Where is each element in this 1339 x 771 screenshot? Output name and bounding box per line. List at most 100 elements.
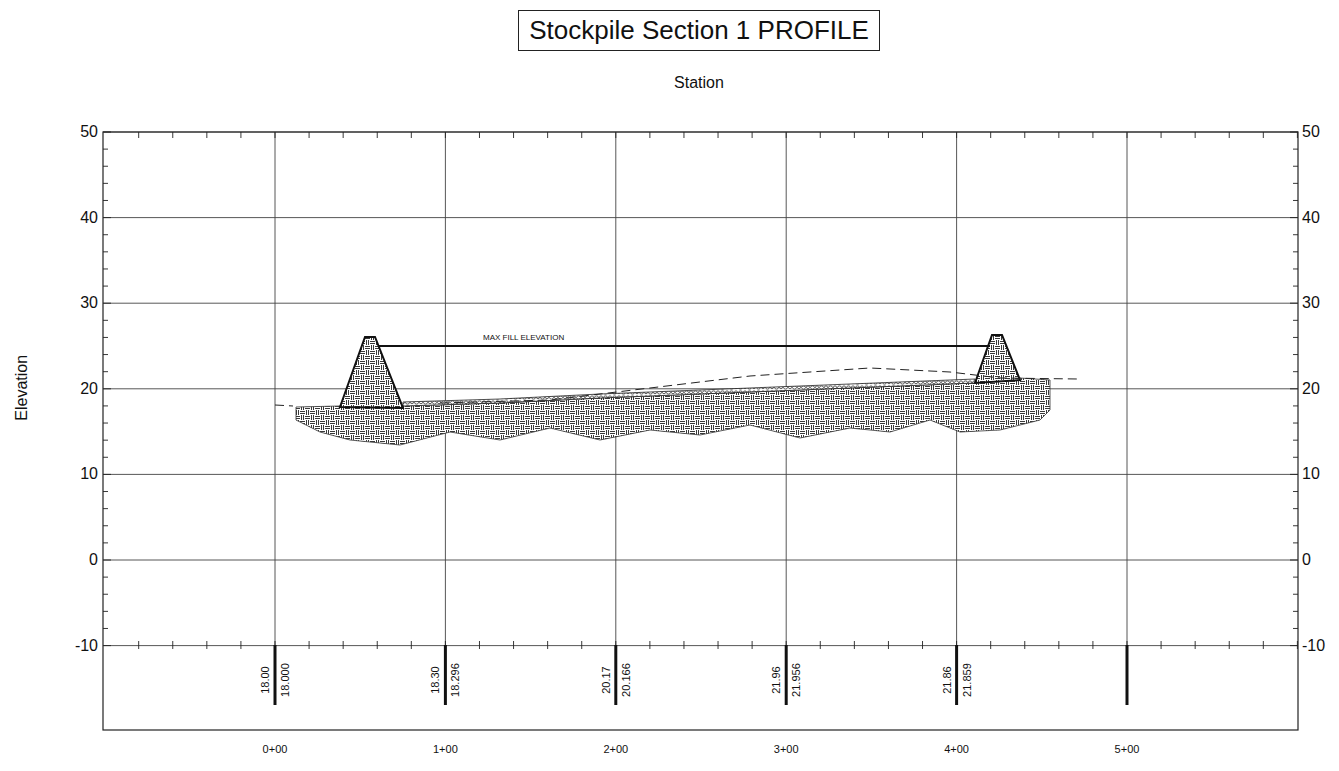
stroke	[479, 641, 480, 649]
stroke	[1290, 303, 1298, 304]
tick-marks	[103, 132, 1298, 649]
elevation-tick: 30	[80, 294, 98, 312]
elevation-tick: 50	[1302, 123, 1320, 141]
stroke	[1195, 132, 1196, 138]
stroke	[103, 423, 108, 424]
stroke	[103, 132, 1298, 133]
stroke	[614, 645, 617, 705]
stroke	[683, 641, 684, 649]
stroke	[922, 132, 923, 138]
stroke	[1293, 457, 1298, 458]
stroke	[274, 645, 277, 705]
grid-lines	[103, 132, 1298, 646]
stroke	[990, 641, 991, 649]
stroke	[377, 132, 378, 138]
stroke	[1229, 132, 1230, 138]
stroke	[103, 611, 108, 612]
elevation-tick: 50	[80, 123, 98, 141]
stroke	[103, 388, 1298, 389]
stroke	[820, 132, 821, 138]
station-value: 21.859	[960, 663, 972, 697]
stroke	[649, 132, 650, 138]
stroke	[103, 577, 108, 578]
stroke	[103, 217, 111, 218]
stroke	[854, 641, 855, 649]
stroke	[103, 303, 1298, 304]
stroke	[1297, 132, 1298, 138]
stroke	[1263, 132, 1264, 138]
stroke	[649, 641, 650, 649]
stroke	[103, 542, 108, 543]
stroke	[309, 132, 310, 138]
stroke	[103, 457, 108, 458]
station-label: 4+00	[944, 743, 969, 755]
stroke	[888, 641, 889, 649]
stroke	[445, 132, 446, 138]
stroke	[1293, 525, 1298, 526]
stroke	[1290, 474, 1298, 475]
stroke	[1161, 641, 1162, 649]
stroke	[275, 132, 276, 138]
stroke	[103, 337, 108, 338]
left-berm	[340, 337, 403, 408]
station-value: 20.166	[620, 663, 632, 697]
stroke	[103, 234, 108, 235]
stroke	[240, 641, 241, 649]
station-label: 5+00	[1115, 743, 1140, 755]
stroke	[343, 132, 344, 138]
stroke	[1290, 560, 1298, 561]
station-label: 0+00	[263, 743, 288, 755]
stroke	[1293, 234, 1298, 235]
stroke	[1293, 149, 1298, 150]
elevation-tick: -10	[1302, 637, 1325, 655]
stroke	[138, 641, 139, 649]
stroke	[1293, 628, 1298, 629]
stroke	[103, 440, 108, 441]
stroke	[1293, 251, 1298, 252]
stroke	[547, 641, 548, 649]
stroke	[103, 560, 1298, 561]
stroke	[1127, 132, 1128, 645]
elevation-tick: 20	[1302, 380, 1320, 398]
stroke	[1092, 132, 1093, 138]
stroke	[581, 132, 582, 138]
stroke	[786, 132, 787, 138]
station-value: 18.00	[259, 666, 271, 694]
stroke	[103, 525, 108, 526]
title-text: Stockpile Section 1 PROFILE	[529, 15, 869, 45]
plot-frame	[103, 132, 1298, 730]
stroke	[411, 641, 412, 649]
stroke	[103, 371, 108, 372]
ground-hatch	[296, 378, 1050, 445]
elevation-tick: -10	[75, 637, 98, 655]
stroke	[103, 132, 111, 133]
station-value: 21.956	[790, 663, 802, 697]
stroke	[103, 183, 108, 184]
stroke	[103, 251, 108, 252]
stroke	[1293, 337, 1298, 338]
stroke	[1297, 641, 1298, 649]
elevation-tick: 10	[1302, 466, 1320, 484]
station-markers	[275, 645, 1127, 705]
stroke	[103, 388, 111, 389]
stroke	[1293, 286, 1298, 287]
stroke	[103, 354, 108, 355]
stroke	[1195, 641, 1196, 649]
stroke	[1290, 132, 1298, 133]
stroke	[103, 645, 111, 646]
stroke	[103, 166, 108, 167]
stroke	[1293, 166, 1298, 167]
stroke	[718, 132, 719, 138]
stroke	[1293, 423, 1298, 424]
stroke	[103, 217, 1298, 218]
stroke	[1058, 641, 1059, 649]
stroke	[1024, 641, 1025, 649]
stroke	[752, 132, 753, 138]
stroke	[1263, 641, 1264, 649]
stroke	[1161, 132, 1162, 138]
stroke	[103, 268, 108, 269]
stroke	[513, 641, 514, 649]
stroke	[785, 645, 788, 705]
stroke	[1126, 645, 1129, 705]
